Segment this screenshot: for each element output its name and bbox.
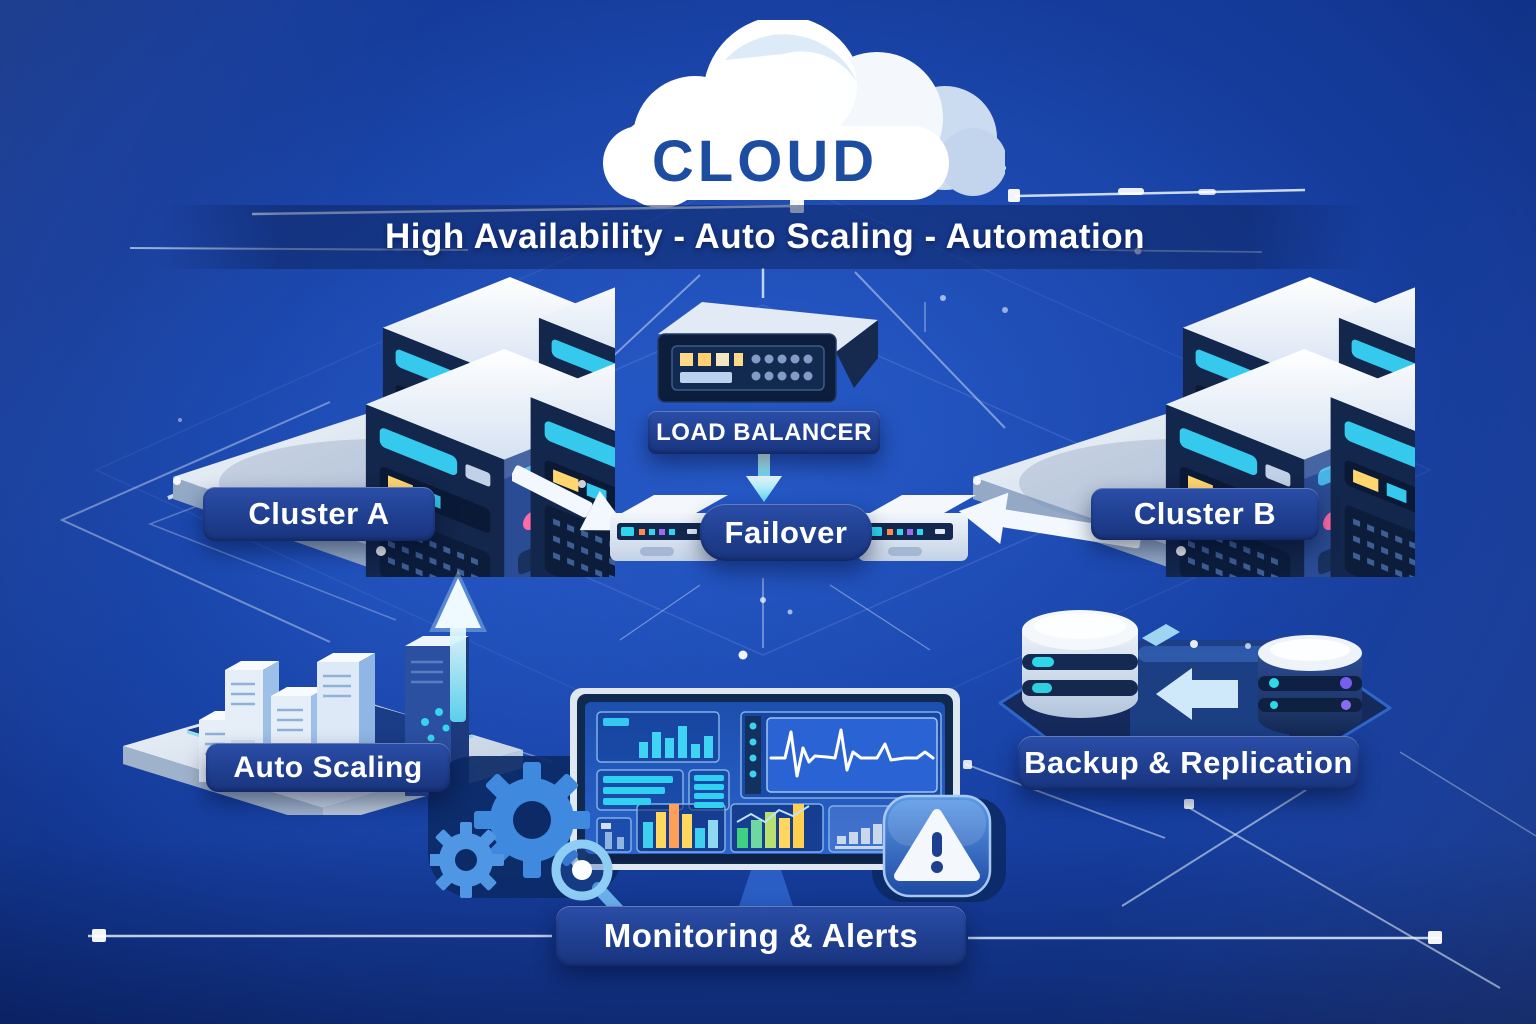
failover-label: Failover [700,504,872,561]
scale-up-arrow-icon [429,570,487,722]
gear-large-icon [474,762,590,878]
failover-server-right-icon [858,495,976,561]
automation-gears-icon [430,762,632,924]
text-bars [603,775,724,808]
monitoring-alerts-label: Monitoring & Alerts [556,906,966,966]
load-balancer-label: LOAD BALANCER [648,411,880,454]
cluster-b-label: Cluster B [1091,488,1319,540]
bar-chart-colorful [643,804,718,848]
cloud-icon [603,20,1005,208]
database-right-icon [1258,635,1362,736]
bar-chart-gradient [736,804,810,848]
subtitle-text: High Availability - Auto Scaling - Autom… [384,217,1146,256]
cluster-a-label: Cluster A [203,487,435,541]
gear-small-icon [430,822,504,898]
bar-chart-small [639,726,713,758]
backup-replication-label: Backup & Replication [1018,736,1359,790]
replication-block [1130,624,1290,748]
monitoring-dashboard-icon [570,688,960,912]
database-left-icon [1022,610,1138,718]
auto-scaling-label: Auto Scaling [206,743,450,792]
ecg-line [769,728,935,778]
backup-replication-icon [998,610,1392,765]
magnifier-icon [551,839,632,924]
subtitle-band: High Availability - Auto Scaling - Autom… [160,205,1370,269]
down-arrow-icon [746,448,782,502]
load-balancer-icon [657,302,878,403]
monitor-stand [737,870,795,912]
cloud-title: CLOUD [651,129,879,194]
alert-warning-icon [882,794,992,898]
